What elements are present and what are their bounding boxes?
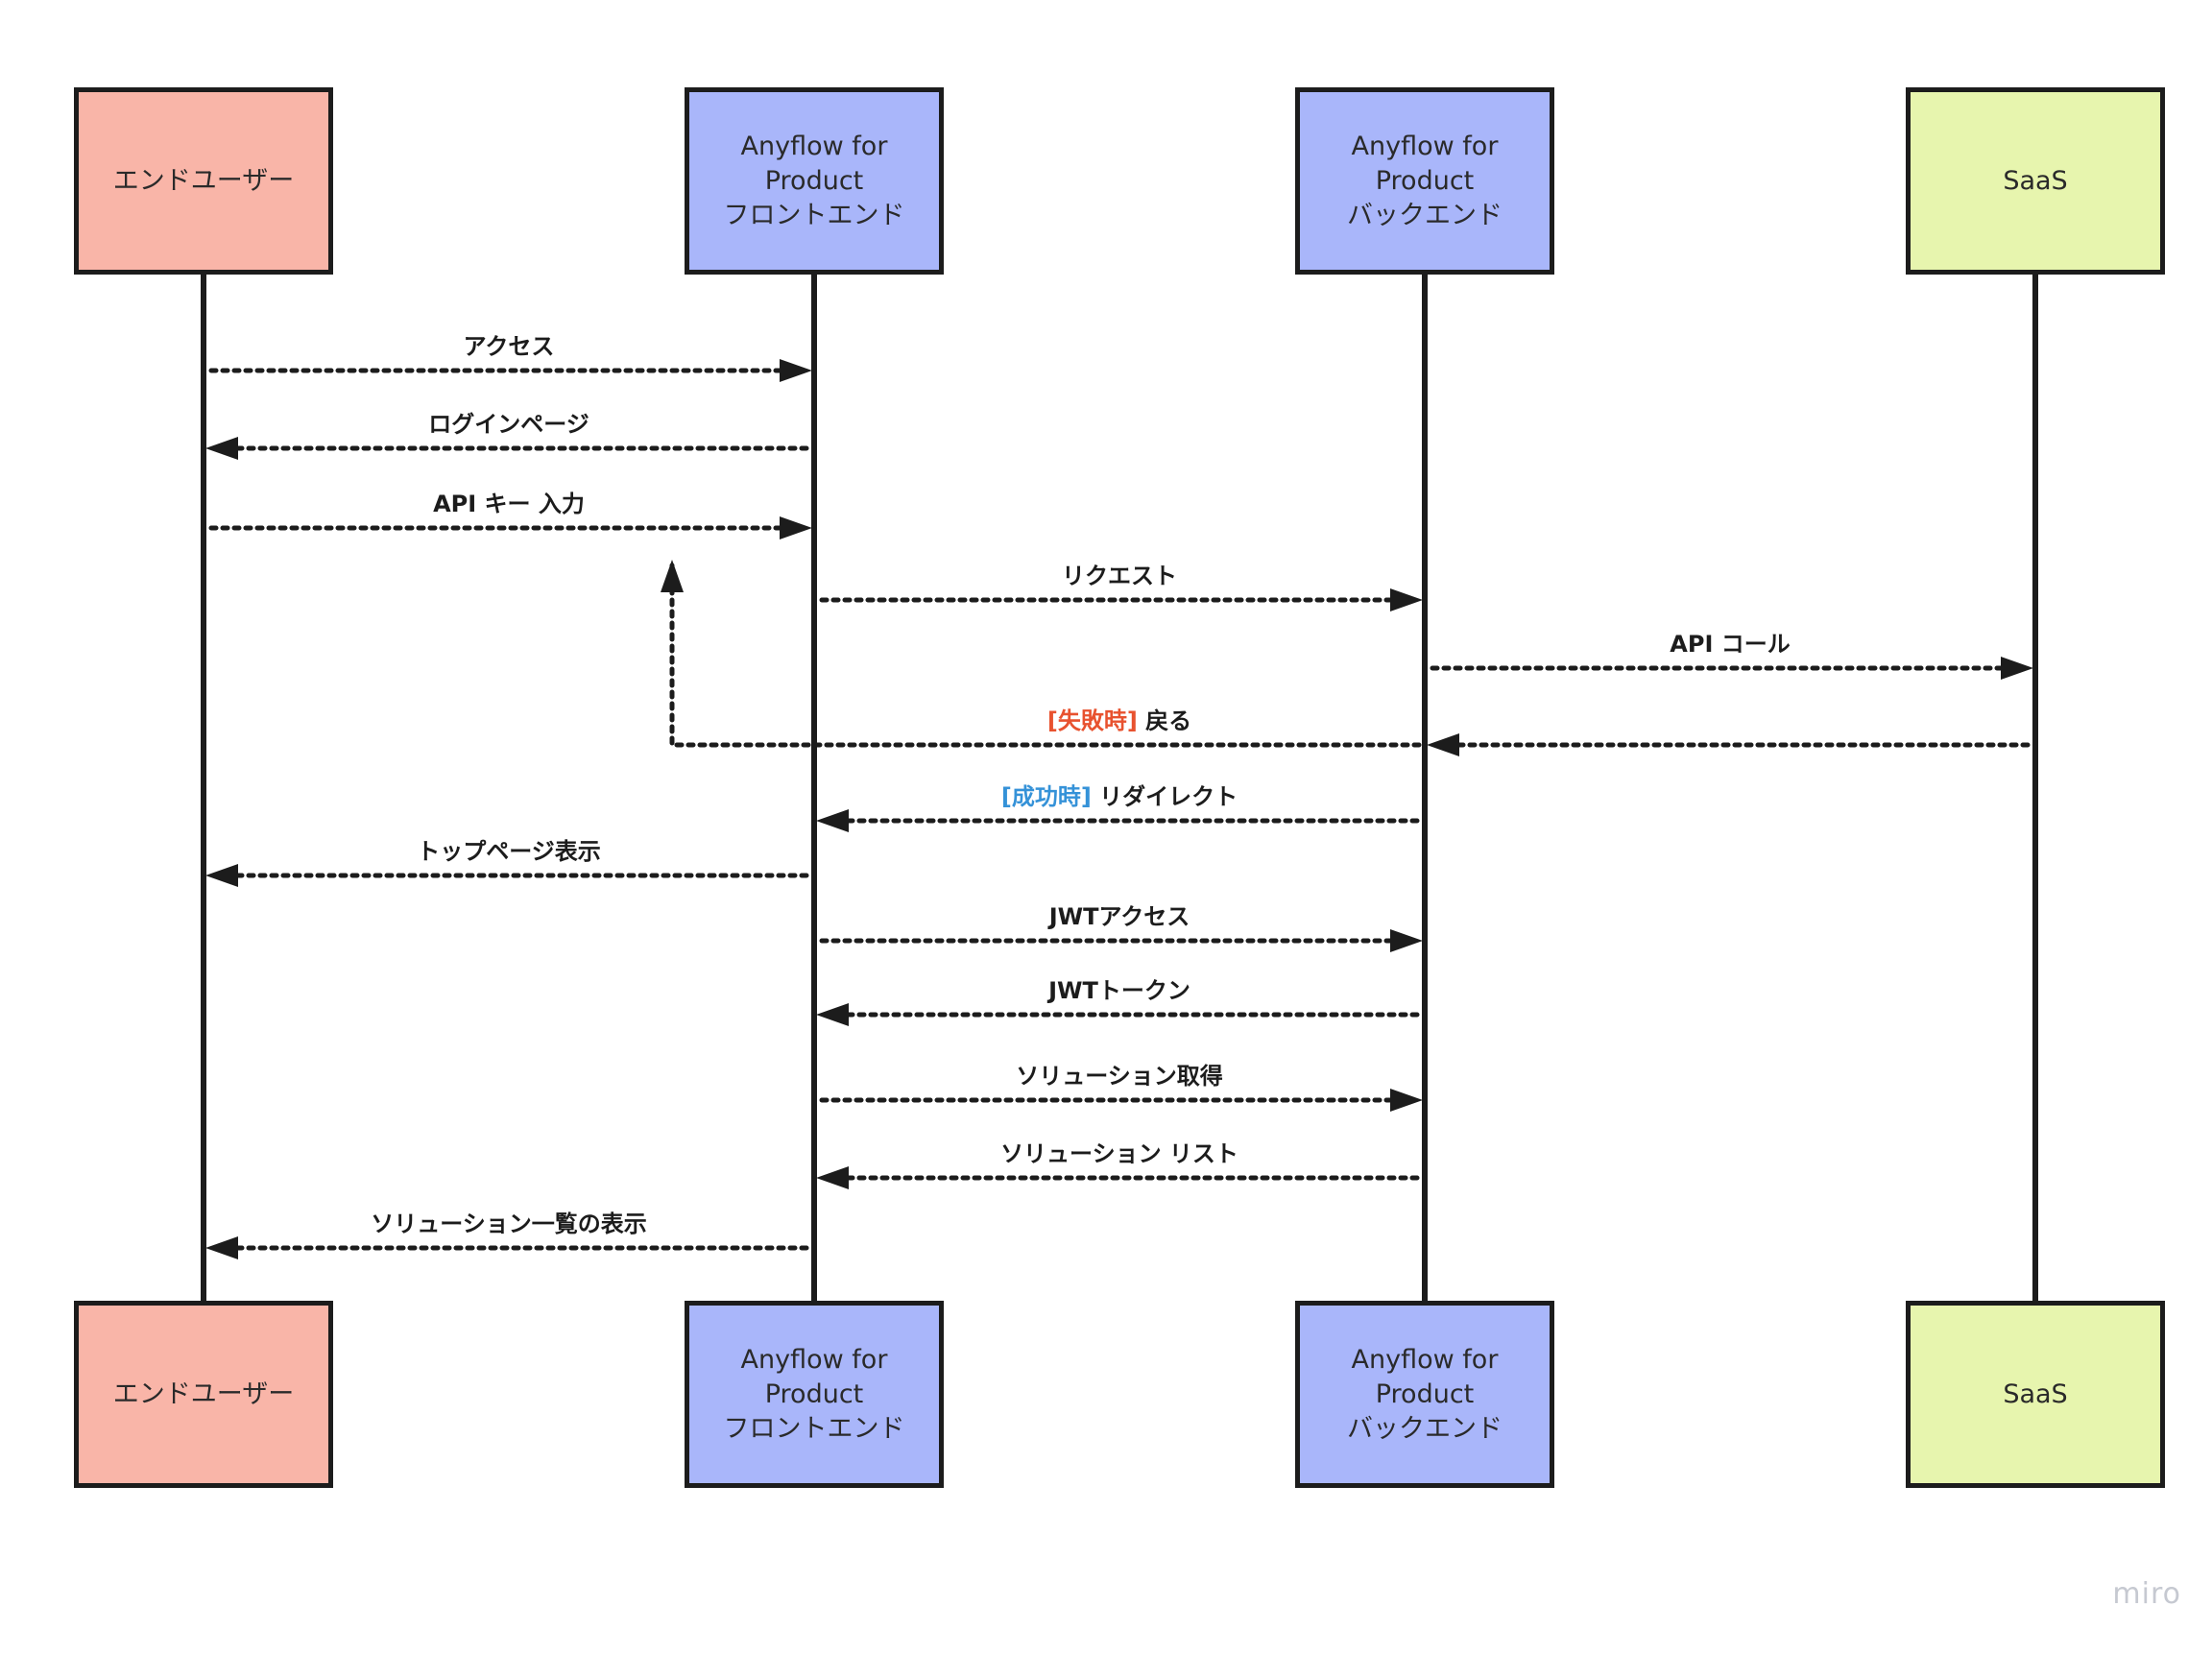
participant-label: Anyflow for Product バックエンド bbox=[1347, 1344, 1503, 1444]
participant-user-top: エンドユーザー bbox=[74, 87, 333, 275]
participant-backend-bottom: Anyflow for Product バックエンド bbox=[1295, 1301, 1554, 1488]
message-text: JWTアクセス bbox=[1048, 903, 1190, 930]
participant-frontend-top: Anyflow for Product フロントエンド bbox=[685, 87, 944, 275]
participant-label: Anyflow for Product バックエンド bbox=[1347, 131, 1503, 230]
message-label: ソリューション一覧の表示 bbox=[371, 1210, 647, 1238]
message-label: ソリューション取得 bbox=[1016, 1062, 1223, 1091]
message-label: ソリューション リスト bbox=[1000, 1139, 1238, 1168]
participant-frontend-bottom: Anyflow for Product フロントエンド bbox=[685, 1301, 944, 1488]
message-text: API キー 入力 bbox=[433, 491, 585, 517]
message-label: [失敗時] 戻る bbox=[1047, 707, 1191, 735]
message-label: アクセス bbox=[464, 332, 555, 361]
message-text: ソリューション リスト bbox=[1000, 1140, 1238, 1167]
message-arrow bbox=[661, 559, 1422, 748]
participant-saas-top: SaaS bbox=[1906, 87, 2165, 275]
message-text: ソリューション取得 bbox=[1016, 1063, 1223, 1090]
message-text: ログインページ bbox=[428, 411, 589, 438]
participant-label: エンドユーザー bbox=[112, 165, 295, 196]
participant-user-bottom: エンドユーザー bbox=[74, 1301, 333, 1488]
message-label: JWTアクセス bbox=[1049, 902, 1190, 931]
participant-backend-top: Anyflow for Product バックエンド bbox=[1295, 87, 1554, 275]
miro-watermark: miro bbox=[2112, 1577, 2181, 1611]
message-label: ログインページ bbox=[428, 410, 589, 439]
message-label: リクエスト bbox=[1062, 562, 1177, 590]
participant-label: SaaS bbox=[2003, 1378, 2068, 1409]
message-condition: [失敗時] bbox=[1046, 707, 1138, 734]
message-text: ソリューション一覧の表示 bbox=[371, 1211, 647, 1237]
message-text: 戻る bbox=[1137, 707, 1192, 734]
participant-label: Anyflow for Product フロントエンド bbox=[723, 1344, 905, 1444]
message-text: トップページ表示 bbox=[417, 838, 601, 865]
message-label: API コール bbox=[1670, 630, 1790, 659]
participant-saas-bottom: SaaS bbox=[1906, 1301, 2165, 1488]
message-text: リクエスト bbox=[1062, 563, 1177, 589]
message-label: JWTトークン bbox=[1048, 976, 1190, 1005]
message-label: API キー 入力 bbox=[433, 490, 585, 518]
message-label: [成功時] リダイレクト bbox=[1001, 782, 1238, 811]
message-label: トップページ表示 bbox=[417, 837, 601, 866]
message-text: JWTトークン bbox=[1048, 977, 1190, 1004]
message-condition: [成功時] bbox=[1000, 783, 1092, 810]
message-text: API コール bbox=[1670, 631, 1791, 658]
participant-label: Anyflow for Product フロントエンド bbox=[723, 131, 905, 230]
message-text: アクセス bbox=[463, 333, 555, 360]
lifelines bbox=[201, 275, 2038, 1301]
message-text: リダイレクト bbox=[1091, 783, 1238, 810]
messages bbox=[204, 359, 2034, 1259]
participant-label: SaaS bbox=[2003, 165, 2068, 196]
participant-label: エンドユーザー bbox=[112, 1378, 295, 1409]
